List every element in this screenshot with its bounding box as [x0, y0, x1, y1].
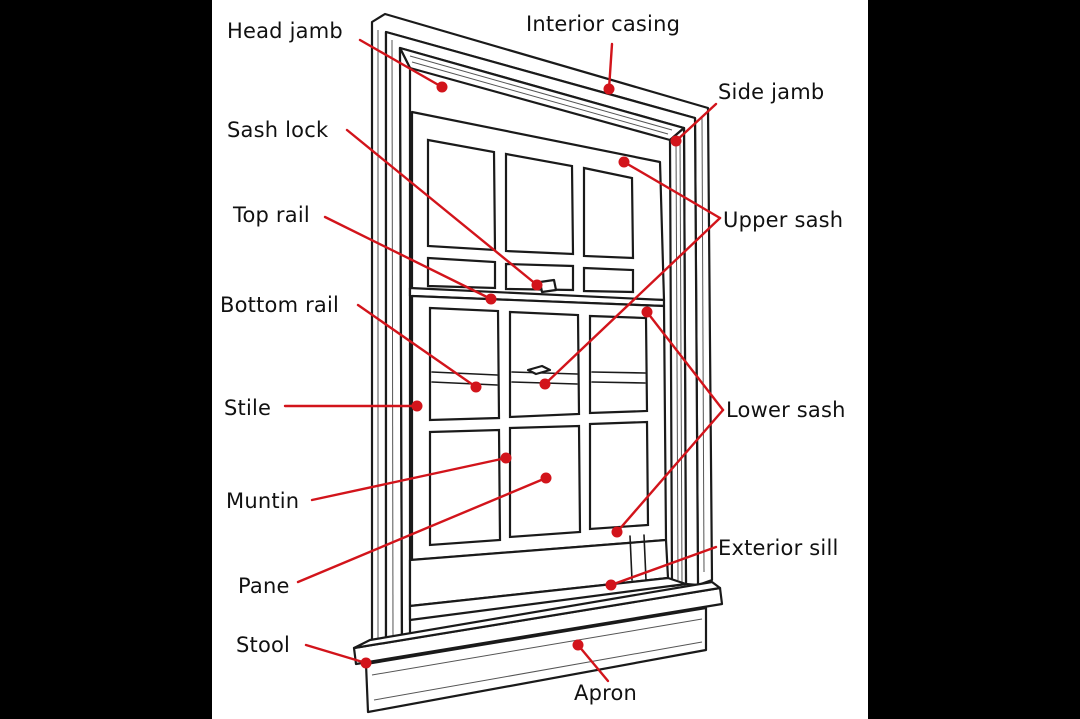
label-side-jamb: Side jamb — [718, 80, 824, 104]
leader-exterior-sill — [609, 545, 718, 587]
dot-upper-sash-2 — [539, 378, 551, 390]
leader-lower-sash-a — [645, 310, 725, 412]
dot-exterior-sill — [605, 579, 617, 591]
leader-interior-casing — [607, 42, 614, 91]
leader-upper-sash-b — [543, 216, 722, 386]
upper-pane-5 — [504, 262, 575, 292]
head-jamb-hatch — [409, 55, 673, 135]
label-stile: Stile — [224, 396, 271, 420]
dot-bottom-rail — [470, 381, 482, 393]
dot-stool — [360, 657, 372, 669]
label-apron: Apron — [574, 681, 637, 705]
label-interior-casing: Interior casing — [526, 12, 680, 36]
leader-side-jamb — [674, 102, 718, 143]
leader-muntin — [310, 456, 508, 502]
sill-gap-line — [629, 535, 633, 581]
lower-pane-4 — [428, 428, 502, 547]
behind-glass-lines — [431, 371, 646, 386]
leader-top-rail — [323, 215, 493, 301]
label-lower-sash: Lower sash — [726, 398, 846, 422]
label-sash-lock: Sash lock — [227, 118, 329, 142]
upper-pane-6 — [582, 266, 635, 294]
dot-lower-sash-2 — [611, 526, 623, 538]
window-drawing — [352, 12, 724, 714]
dot-stile — [411, 400, 423, 412]
leader-bottom-rail — [356, 303, 478, 389]
leader-pane — [296, 476, 548, 584]
casing-hatch — [377, 30, 705, 641]
leader-stool — [304, 643, 368, 665]
dot-upper-sash — [618, 156, 630, 168]
upper-pane-2 — [504, 152, 575, 256]
lower-pane-2 — [508, 310, 581, 419]
exterior-sill-shape — [408, 576, 688, 622]
apron-hatch — [371, 618, 703, 701]
label-head-jamb: Head jamb — [227, 19, 343, 43]
leader-lower-sash-b — [615, 408, 725, 534]
dot-apron — [572, 639, 584, 651]
label-top-rail: Top rail — [232, 203, 310, 227]
label-upper-sash: Upper sash — [723, 208, 843, 232]
upper-pane-3 — [582, 166, 635, 260]
stool-top — [352, 580, 722, 650]
sash-lock-top — [538, 278, 558, 294]
label-exterior-sill: Exterior sill — [718, 536, 839, 560]
upper-pane-4 — [426, 256, 497, 290]
sash-lock-shape — [526, 364, 552, 376]
dot-top-rail — [485, 293, 497, 305]
dot-interior-casing — [603, 83, 615, 95]
leader-head-jamb — [358, 38, 444, 89]
leader-lines — [283, 38, 725, 683]
leader-dots — [360, 81, 682, 669]
dot-side-jamb — [670, 135, 682, 147]
leader-sash-lock — [345, 128, 539, 287]
upper-pane-1 — [426, 138, 497, 252]
dot-sash-lock — [531, 279, 543, 291]
lower-pane-6 — [588, 420, 650, 531]
dot-lower-sash — [641, 306, 653, 318]
label-muntin: Muntin — [226, 489, 299, 513]
left-jamb-shape — [398, 46, 412, 648]
dot-muntin — [500, 452, 512, 464]
label-stool: Stool — [236, 633, 290, 657]
lower-pane-3 — [588, 314, 649, 415]
labels: Head jamb Interior casing Side jamb Sash… — [220, 12, 846, 705]
leader-upper-sash-a — [622, 160, 722, 220]
side-jamb-hatch — [675, 135, 683, 583]
leader-apron — [576, 643, 610, 683]
label-bottom-rail: Bottom rail — [220, 293, 339, 317]
lower-pane-1 — [428, 306, 501, 422]
dot-pane — [540, 472, 552, 484]
label-pane: Pane — [238, 574, 290, 598]
dot-head-jamb — [436, 81, 448, 93]
